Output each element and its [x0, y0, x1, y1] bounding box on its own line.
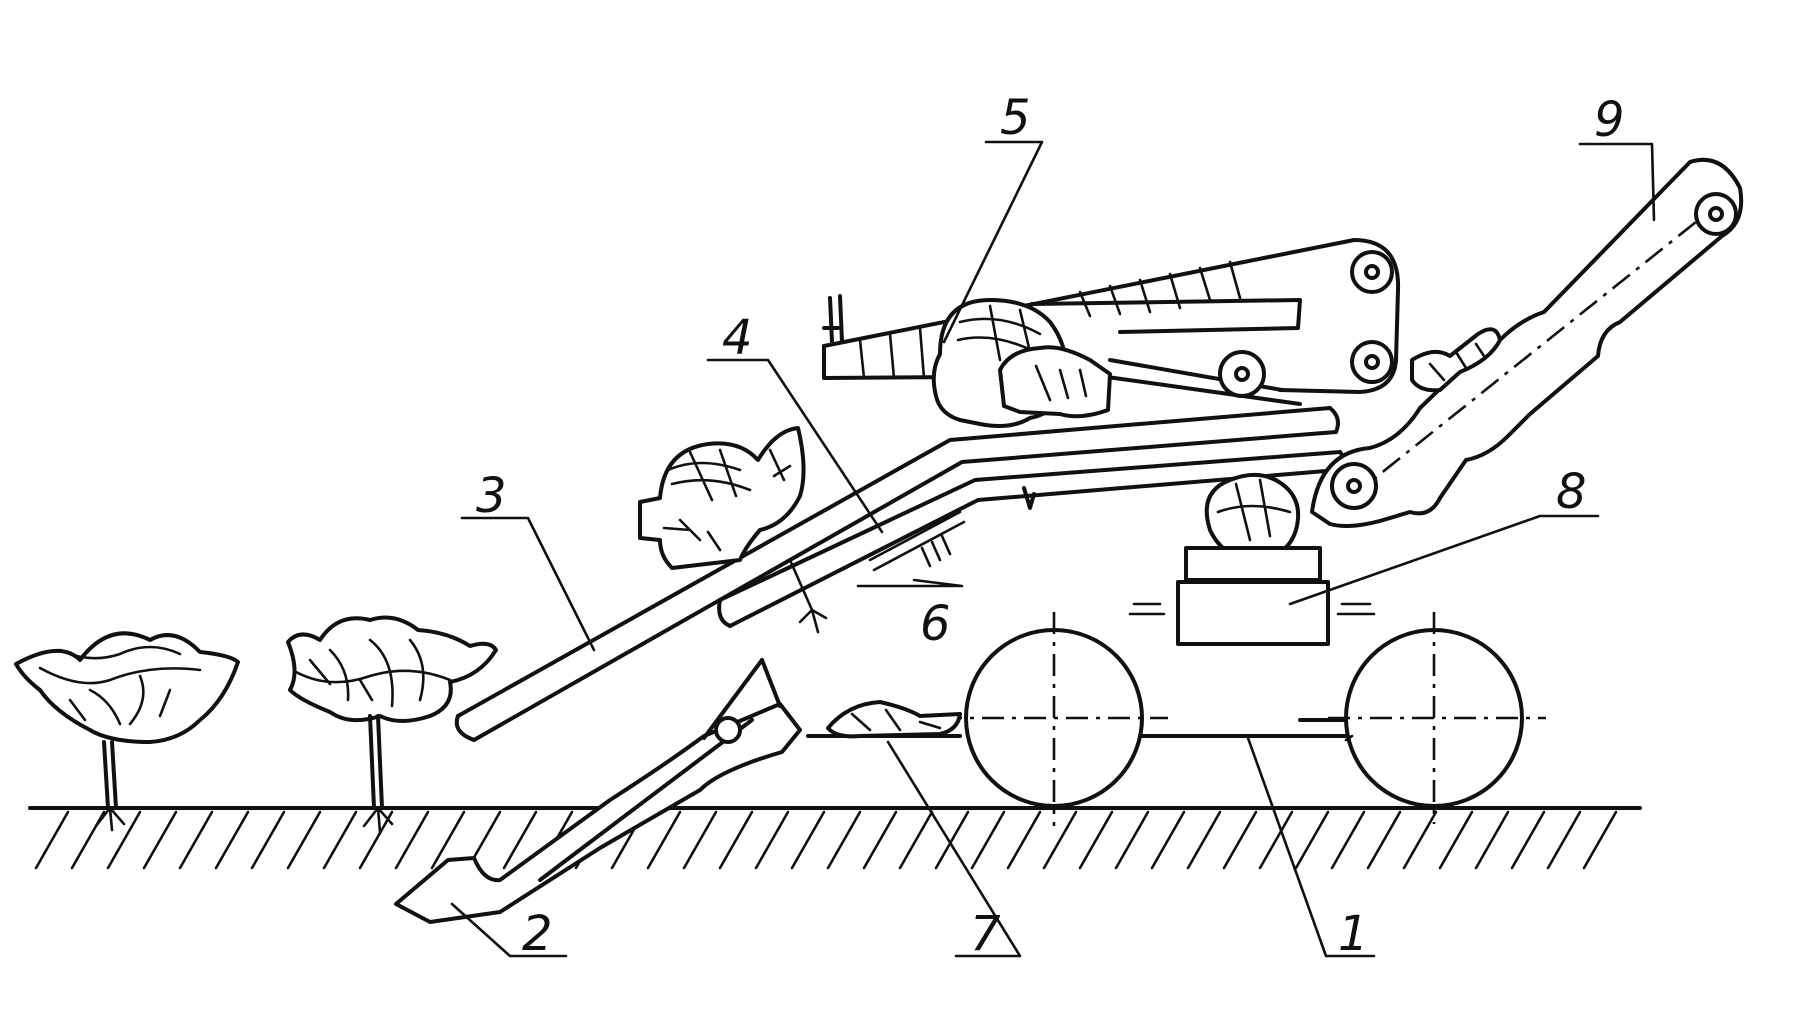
ground — [28, 806, 1642, 870]
debris — [826, 700, 962, 739]
hatch-stroke — [1186, 810, 1222, 870]
callout-3: 3 — [476, 468, 507, 524]
cabbage-plant-2 — [286, 615, 498, 834]
hatch-stroke — [1078, 810, 1114, 870]
callout-4: 4 — [722, 310, 753, 366]
hatch-stroke — [250, 810, 286, 870]
hatch-stroke — [430, 810, 466, 870]
hatch-stroke — [1402, 810, 1438, 870]
inclined-conveyor — [454, 406, 1346, 742]
hatch-stroke — [214, 810, 250, 870]
hatch-stroke — [646, 810, 682, 870]
hatch-stroke — [502, 810, 538, 870]
hatch-stroke — [718, 810, 754, 870]
pickup-blade — [394, 658, 802, 924]
hatch-stroke — [862, 810, 898, 870]
hatch-stroke — [934, 810, 970, 870]
hatch-stroke — [358, 810, 394, 870]
chassis — [806, 612, 1546, 826]
hatch-stroke — [178, 810, 214, 870]
hatch-stroke — [322, 810, 358, 870]
leader-lines — [450, 140, 1656, 958]
hatch-stroke — [1006, 810, 1042, 870]
hatch-stroke — [1438, 810, 1474, 870]
ground-hatching — [34, 810, 1618, 870]
hatch-stroke — [1474, 810, 1510, 870]
upper-conveyor — [822, 238, 1401, 428]
hatch-stroke — [1582, 810, 1618, 870]
hatch-stroke — [1258, 810, 1294, 870]
spring — [868, 510, 966, 572]
cabbage-on-conveyor — [638, 426, 828, 634]
hatch-stroke — [790, 810, 826, 870]
callout-6: 6 — [920, 596, 951, 652]
callout-8: 8 — [1556, 464, 1587, 520]
hatch-stroke — [1114, 810, 1150, 870]
hatch-stroke — [754, 810, 790, 870]
hatch-stroke — [682, 810, 718, 870]
hatch-stroke — [34, 810, 70, 870]
hatch-stroke — [1330, 810, 1366, 870]
collection-box — [1128, 472, 1376, 646]
hatch-stroke — [142, 810, 178, 870]
hatch-stroke — [1510, 810, 1546, 870]
hatch-stroke — [106, 810, 142, 870]
hatch-stroke — [1294, 810, 1330, 870]
hatch-stroke — [1042, 810, 1078, 870]
callout-labels: 1 2 3 4 5 6 7 8 9 — [476, 90, 1625, 962]
hatch-stroke — [394, 810, 430, 870]
hatch-stroke — [1222, 810, 1258, 870]
hatch-stroke — [826, 810, 862, 870]
discharge-conveyor — [1310, 157, 1744, 528]
hatch-stroke — [970, 810, 1006, 870]
callout-2: 2 — [522, 906, 553, 962]
hatch-stroke — [898, 810, 934, 870]
hatch-stroke — [1150, 810, 1186, 870]
hatch-stroke — [1366, 810, 1402, 870]
callout-9: 9 — [1594, 92, 1625, 148]
hatch-stroke — [1546, 810, 1582, 870]
cabbage-plant-1 — [14, 631, 240, 832]
callout-5: 5 — [1000, 90, 1031, 146]
callout-1: 1 — [1338, 906, 1369, 962]
callout-7: 7 — [970, 906, 1001, 962]
hatch-stroke — [286, 810, 322, 870]
